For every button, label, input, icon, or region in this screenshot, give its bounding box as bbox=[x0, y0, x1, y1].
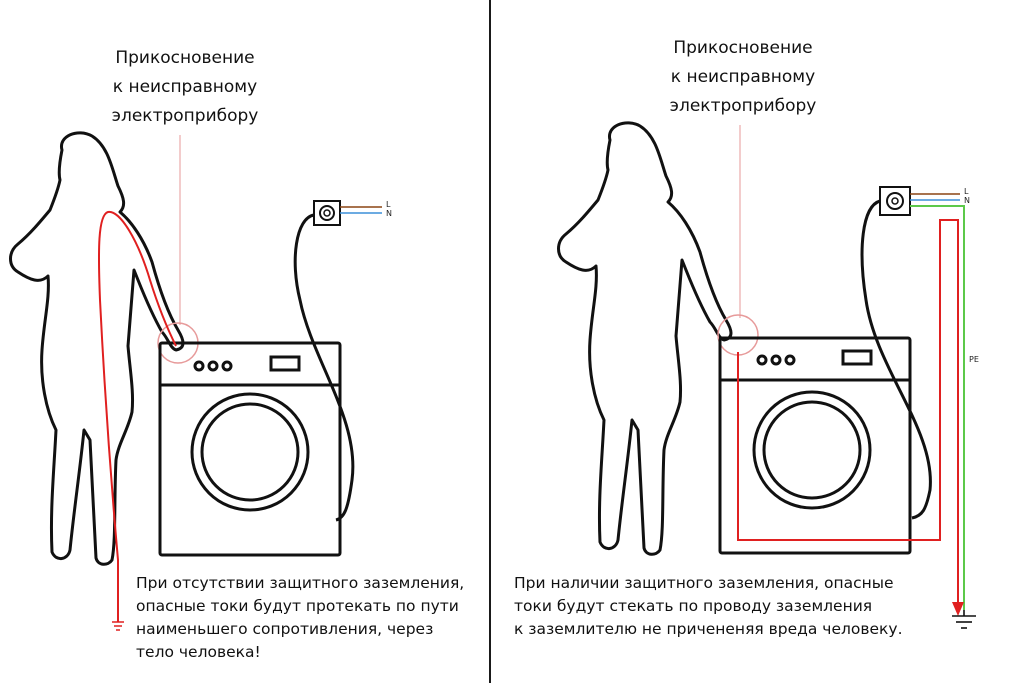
left-illustration: L N bbox=[9, 131, 392, 631]
power-outlet-icon bbox=[313, 200, 341, 226]
touch-circle bbox=[717, 314, 759, 356]
person-silhouette-icon bbox=[9, 131, 185, 566]
right-title: Прикосновение к неисправному электроприб… bbox=[669, 38, 817, 116]
washing-machine-icon bbox=[158, 341, 342, 557]
wire-l-label-left: L bbox=[386, 200, 391, 209]
left-title: Прикосновение к неисправному электроприб… bbox=[111, 48, 259, 126]
panel-divider bbox=[489, 0, 491, 683]
arrow-head bbox=[952, 602, 964, 616]
washing-machine-icon bbox=[718, 336, 912, 555]
power-cord-right bbox=[860, 199, 932, 520]
wire-pe-label: PE bbox=[969, 355, 979, 364]
ground-symbol-icon bbox=[112, 621, 124, 631]
wire-pe bbox=[910, 205, 965, 610]
person-silhouette-icon bbox=[557, 121, 733, 556]
power-cord-left bbox=[293, 213, 355, 522]
wire-l-label-right: L bbox=[964, 187, 969, 196]
wire-n-label-left: N bbox=[386, 209, 392, 218]
ground-symbol-icon bbox=[952, 610, 976, 629]
current-path-left bbox=[97, 210, 177, 622]
left-caption: При отсутствии защитного заземления, опа… bbox=[136, 574, 465, 661]
power-outlet-icon bbox=[879, 186, 911, 216]
right-caption: При наличии защитного заземления, опасны… bbox=[514, 574, 903, 638]
wire-n-label-right: N bbox=[964, 196, 970, 205]
right-illustration: L N PE bbox=[557, 121, 979, 629]
current-path-right bbox=[737, 219, 959, 608]
